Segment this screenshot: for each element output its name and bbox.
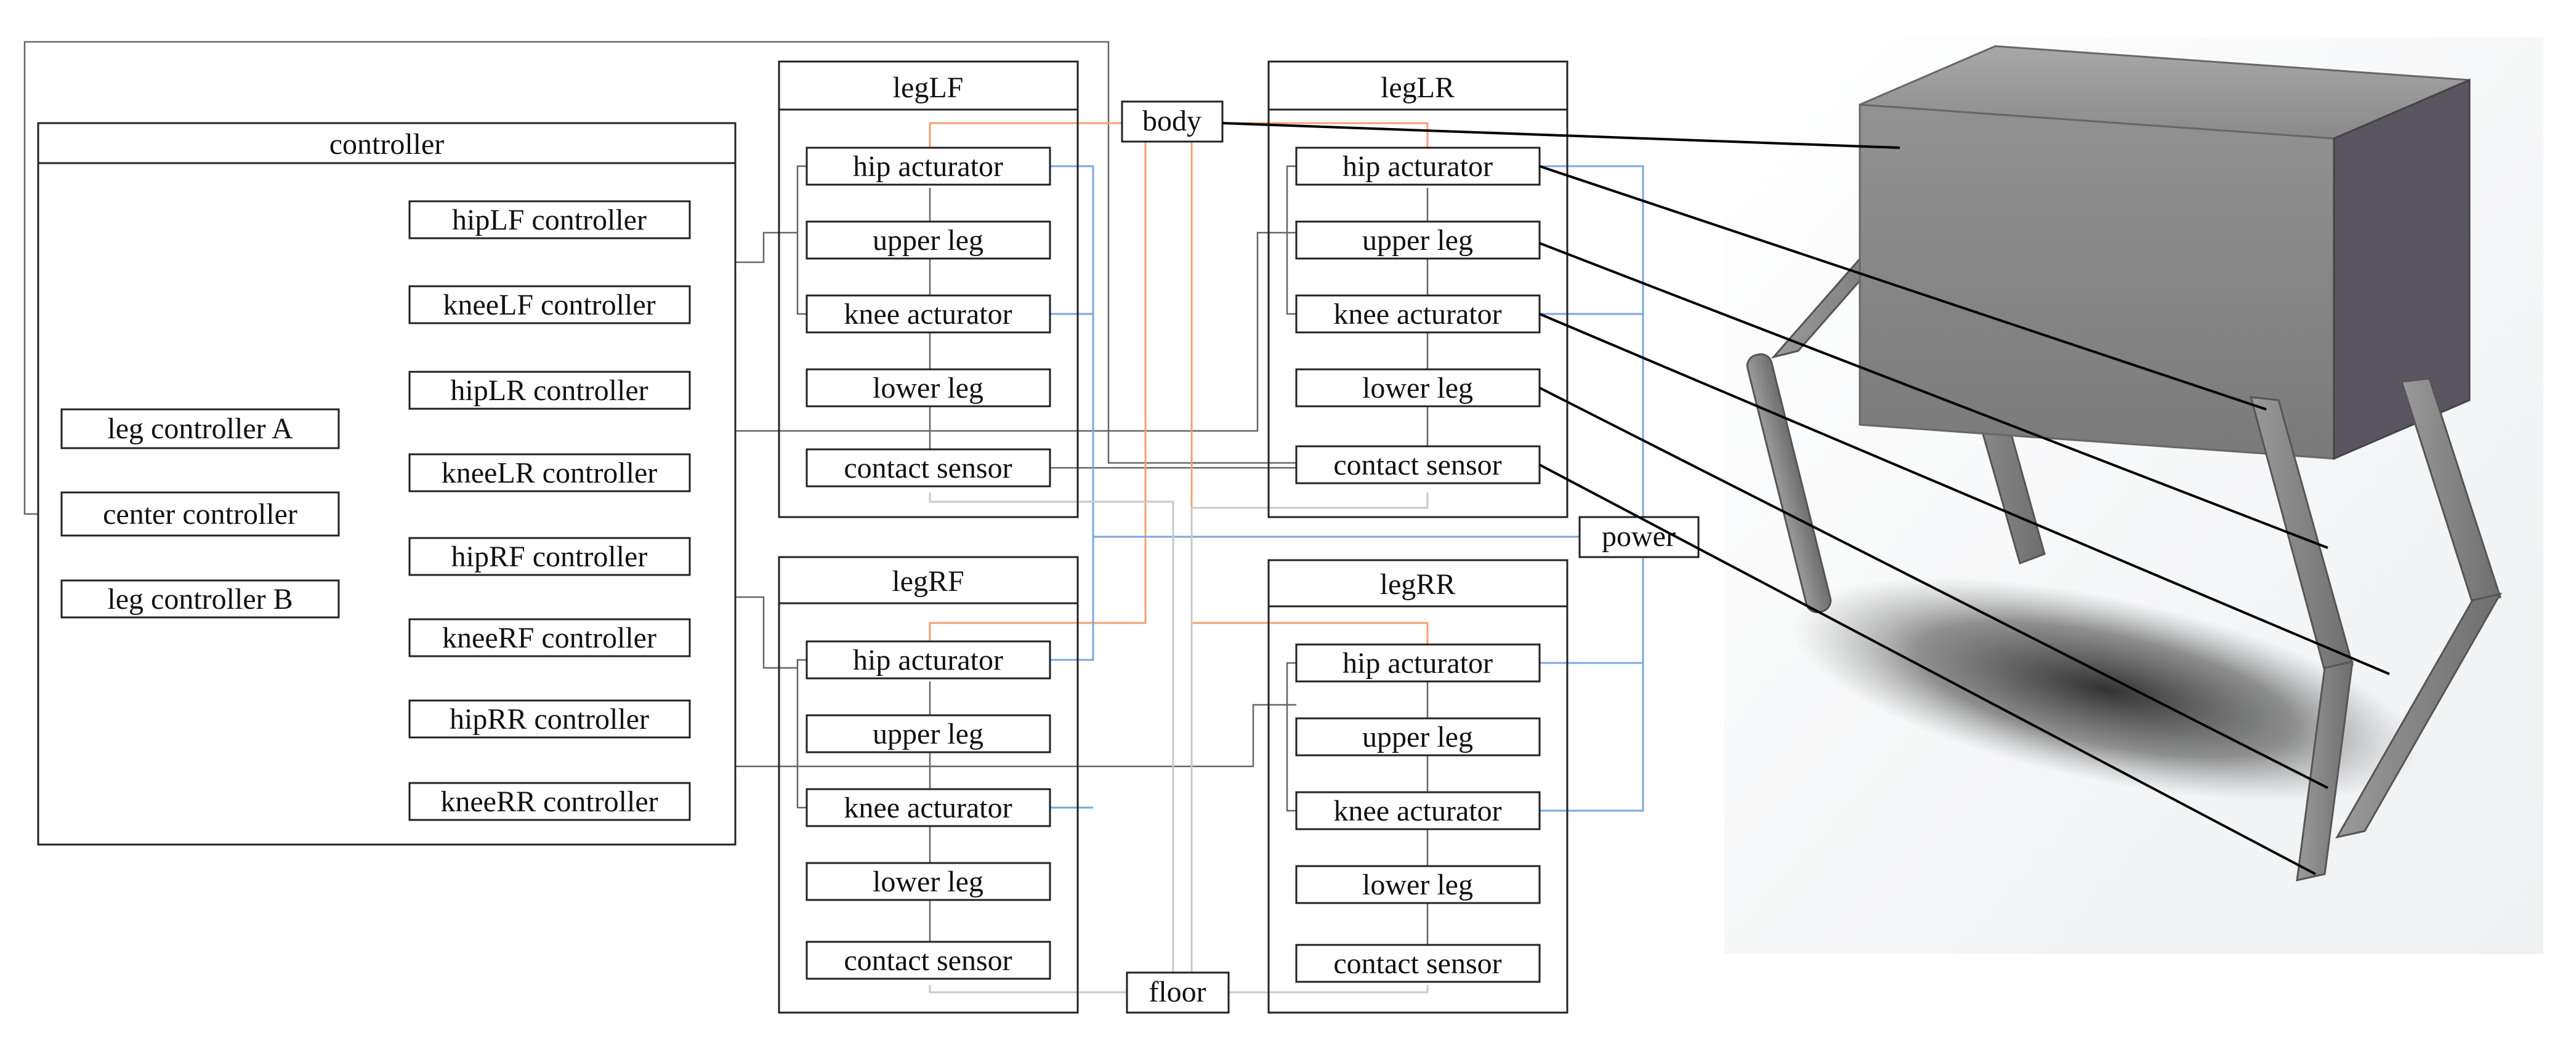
controller-title: controller <box>329 128 445 161</box>
power-label: power <box>1602 520 1676 553</box>
leg-panel-lr: legLR hip acturator upper leg knee actur… <box>1267 60 1569 518</box>
leg-part: knee acturator <box>844 792 1012 824</box>
leg-part: contact sensor <box>1333 449 1501 481</box>
leg-part: knee acturator <box>1333 795 1501 827</box>
leg-part: lower leg <box>1362 869 1473 901</box>
body-label: body <box>1142 105 1201 137</box>
joint-controller: kneeLR controller <box>442 457 658 489</box>
leg-title: legLF <box>893 71 964 104</box>
joint-controller-list: hipLF controller kneeLF controller hipLR… <box>408 200 691 821</box>
floor-node: floor <box>1126 971 1230 1014</box>
leg-part: hip acturator <box>853 150 1003 183</box>
leg-part: hip acturator <box>1343 647 1493 680</box>
leg-part: upper leg <box>873 224 983 257</box>
joint-controller: hipLR controller <box>450 374 648 407</box>
leg-part: lower leg <box>873 865 983 898</box>
pointer-lines <box>1222 122 2390 875</box>
leg-part: hip acturator <box>1343 150 1493 183</box>
leg-part: upper leg <box>1362 721 1473 753</box>
center-controller: center controller <box>103 498 297 531</box>
leg-panel-rr: legRR hip acturator upper leg knee actur… <box>1267 559 1569 1014</box>
robot-shadow <box>1792 577 2420 802</box>
controller-panel: controller leg controller A center contr… <box>37 122 737 846</box>
leg-title: legLR <box>1381 71 1455 104</box>
leg-controller-b: leg controller B <box>107 583 293 616</box>
front-right-leg <box>2335 377 2502 839</box>
robot-body <box>1859 45 2471 460</box>
leg-part: upper leg <box>1362 224 1473 257</box>
leg-panel-rf: legRF hip acturator upper leg knee actur… <box>778 556 1079 1014</box>
joint-controller: hipRF controller <box>451 540 648 573</box>
leg-title: legRR <box>1380 568 1456 601</box>
leg-part: contact sensor <box>844 944 1012 977</box>
leg-part: lower leg <box>873 372 983 404</box>
joint-controller: kneeRF controller <box>442 622 656 654</box>
robot-3d-render <box>1724 37 2543 954</box>
joint-controller: kneeRR controller <box>440 785 658 818</box>
leg-title: legRF <box>892 565 964 598</box>
leg-panel-lf: legLF hip acturator upper leg knee actur… <box>778 60 1079 518</box>
leg-part: contact sensor <box>844 452 1012 484</box>
joint-controller: hipRR controller <box>450 703 649 736</box>
leg-controller-a: leg controller A <box>107 412 293 445</box>
floor-label: floor <box>1149 976 1206 1008</box>
front-left-leg <box>2249 396 2354 881</box>
body-node: body <box>1121 100 1224 143</box>
joint-controller: kneeLF controller <box>443 289 655 321</box>
leg-part: contact sensor <box>1333 947 1501 980</box>
joint-controller: hipLF controller <box>452 204 647 236</box>
leg-part: knee acturator <box>1333 298 1501 331</box>
power-node: power <box>1578 516 1700 558</box>
leg-part: knee acturator <box>844 298 1012 331</box>
leg-part: lower leg <box>1362 372 1473 404</box>
leg-part: hip acturator <box>853 644 1003 677</box>
leg-part: upper leg <box>873 718 983 750</box>
